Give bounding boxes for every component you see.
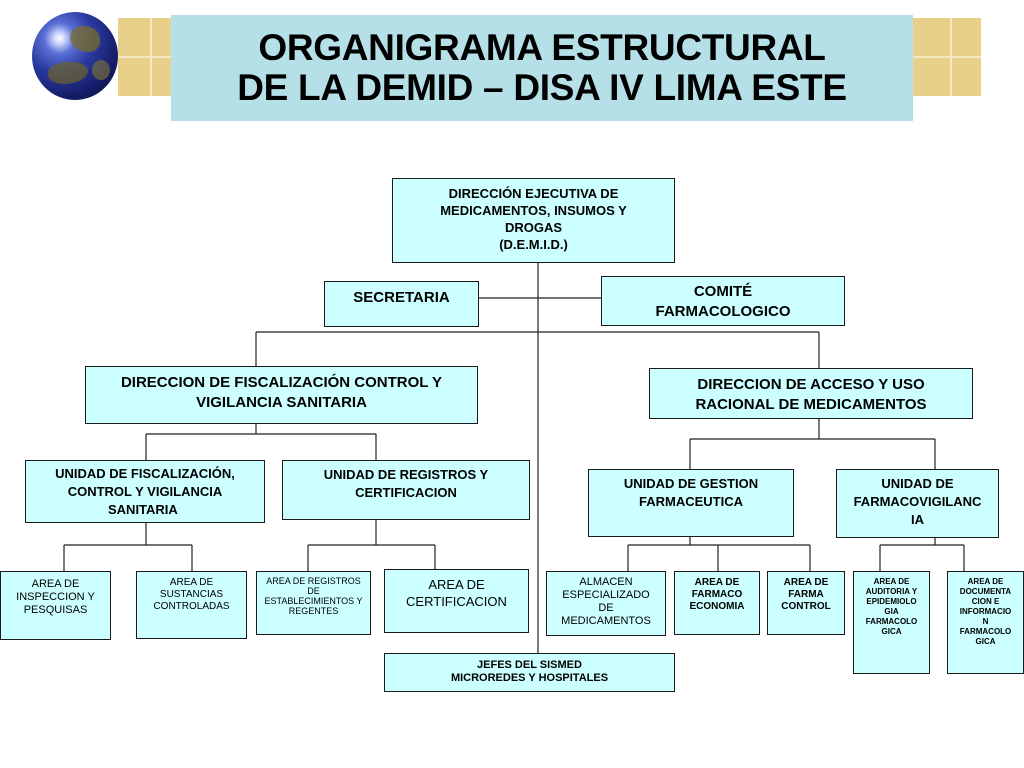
node-area-inspeccion: AREA DE INSPECCION Y PESQUISAS bbox=[0, 571, 111, 640]
title-line-1: ORGANIGRAMA ESTRUCTURAL bbox=[258, 27, 826, 68]
node-unidad-farmacovigilancia: UNIDAD DE FARMACOVIGILANC IA bbox=[836, 469, 999, 538]
node-unidad-gestion: UNIDAD DE GESTION FARMACEUTICA bbox=[588, 469, 794, 537]
node-unidad-registros: UNIDAD DE REGISTROS Y CERTIFICACION bbox=[282, 460, 530, 520]
node-area-registros: AREA DE REGISTROS DE ESTABLECIMIENTOS Y … bbox=[256, 571, 371, 635]
page-title: ORGANIGRAMA ESTRUCTURAL DE LA DEMID – DI… bbox=[171, 15, 913, 121]
node-area-farmacontrol: AREA DE FARMA CONTROL bbox=[767, 571, 845, 635]
node-area-farmacoeconomia: AREA DE FARMACO ECONOMIA bbox=[674, 571, 760, 635]
node-unidad-fiscalizacion: UNIDAD DE FISCALIZACIÓN, CONTROL Y VIGIL… bbox=[25, 460, 265, 523]
node-dir-fiscalizacion: DIRECCION DE FISCALIZACIÓN CONTROL Y VIG… bbox=[85, 366, 478, 424]
decorative-line-3 bbox=[150, 18, 152, 96]
node-area-sustancias: AREA DE SUSTANCIAS CONTROLADAS bbox=[136, 571, 247, 639]
node-comite: COMITÉ FARMACOLOGICO bbox=[601, 276, 845, 326]
node-dir-acceso: DIRECCION DE ACCESO Y USO RACIONAL DE ME… bbox=[649, 368, 973, 419]
node-area-certificacion: AREA DE CERTIFICACION bbox=[384, 569, 529, 633]
node-area-auditoria: AREA DE AUDITORIA Y EPIDEMIOLO GIA FARMA… bbox=[853, 571, 930, 674]
decorative-line-2 bbox=[950, 18, 952, 96]
node-demid: DIRECCIÓN EJECUTIVA DE MEDICAMENTOS, INS… bbox=[392, 178, 675, 263]
node-secretaria: SECRETARIA bbox=[324, 281, 479, 327]
node-almacen: ALMACEN ESPECIALIZADO DE MEDICAMENTOS bbox=[546, 571, 666, 636]
node-jefes-sismed: JEFES DEL SISMED MICROREDES Y HOSPITALES bbox=[384, 653, 675, 692]
node-area-documentacion: AREA DE DOCUMENTA CION E INFORMACIO N FA… bbox=[947, 571, 1024, 674]
globe-icon bbox=[32, 12, 118, 100]
title-line-2: DE LA DEMID – DISA IV LIMA ESTE bbox=[237, 67, 847, 108]
